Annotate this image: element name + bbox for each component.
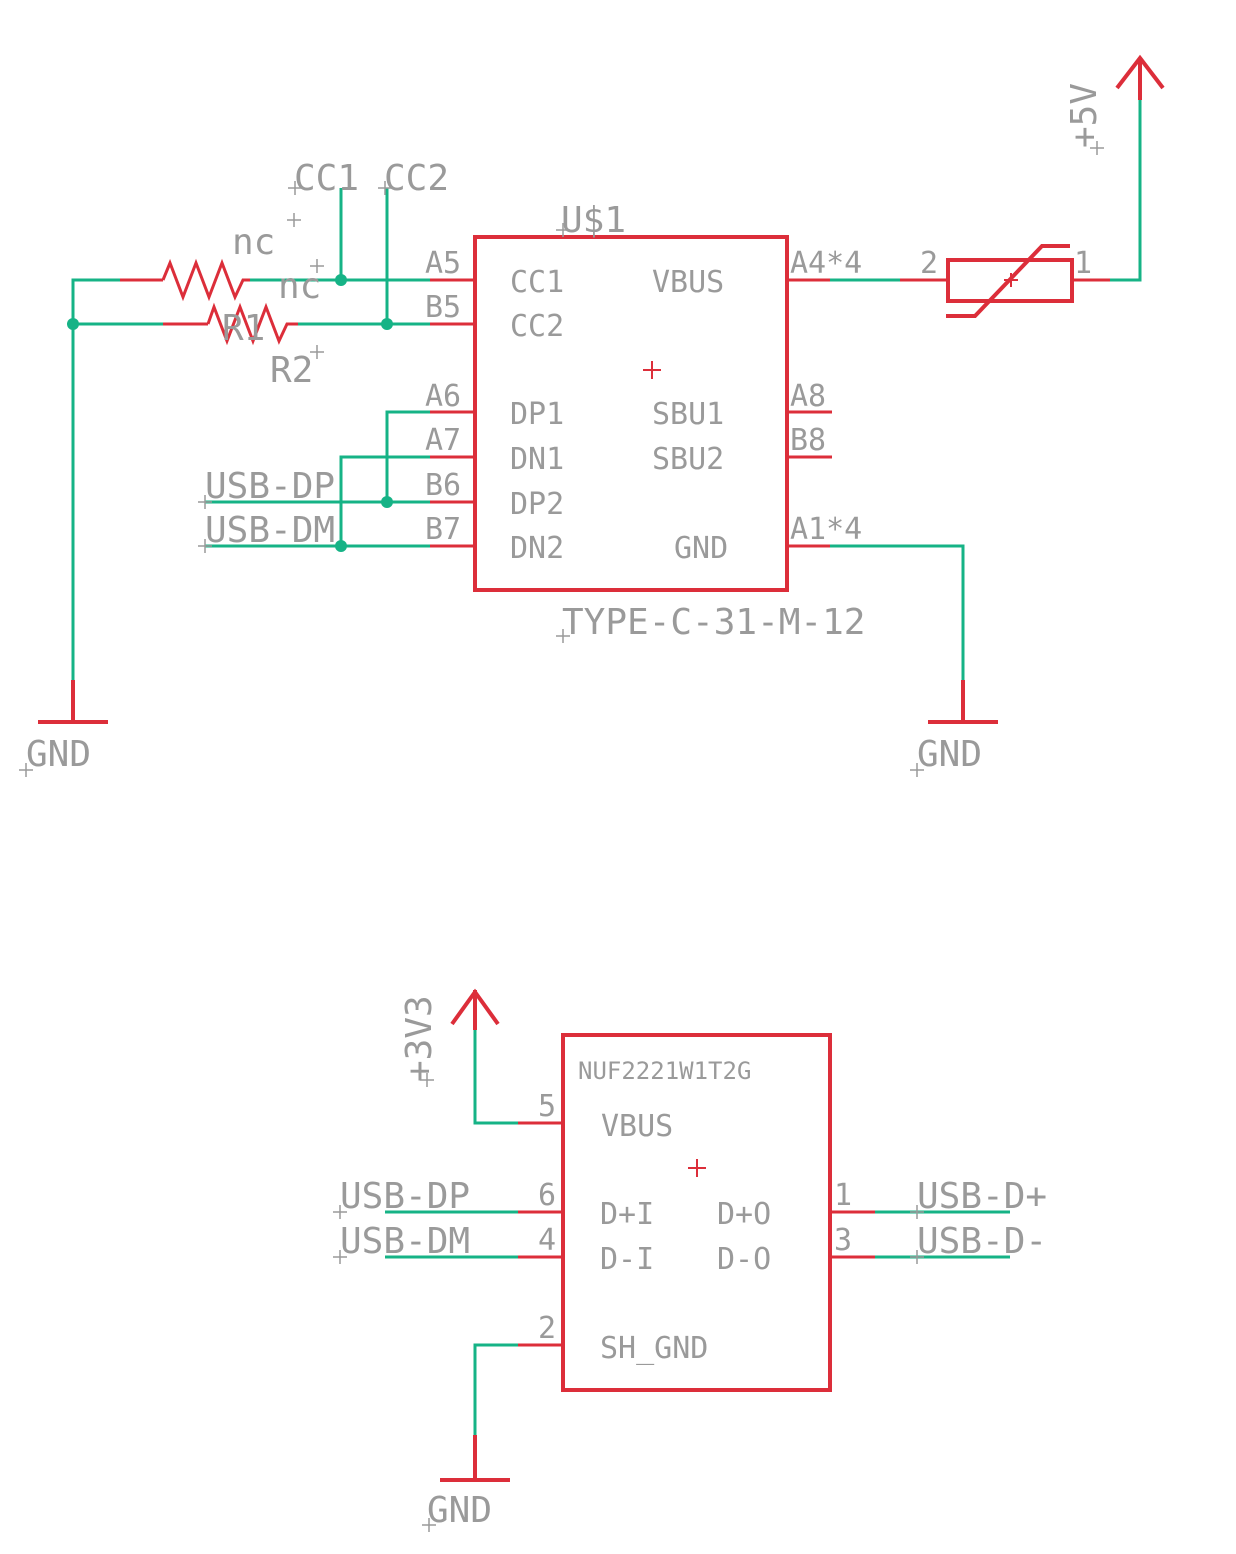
esd-pin-4-num: 4	[538, 1223, 556, 1258]
net-label-cc1: CC1	[294, 158, 359, 199]
resistor-r2-value: nc	[278, 266, 321, 307]
label-origin-crosses	[19, 141, 1104, 777]
fuse-pin-1: 1	[1074, 246, 1092, 281]
esd-pin-stubs	[518, 1121, 875, 1347]
resistor-r1-value: nc	[232, 222, 275, 263]
pin-name-vbus: VBUS	[652, 265, 724, 300]
net-label-usb-d-minus: USB-D-	[917, 1221, 1047, 1262]
net-label-usb-dm-top: USB-DM	[205, 510, 335, 551]
ptc-fuse	[900, 244, 1110, 318]
plus3v3-arrow-icon	[450, 988, 500, 1030]
gnd-label-left: GND	[26, 734, 91, 775]
pad-a5: A5	[425, 246, 461, 281]
gnd-symbol-bottom	[440, 1435, 510, 1482]
pin-name-sbu2: SBU2	[652, 442, 724, 477]
pad-a8: A8	[790, 379, 826, 414]
gnd-label-right: GND	[917, 734, 982, 775]
pin-name-cc1: CC1	[510, 265, 564, 300]
esd-pin-3-num: 3	[834, 1223, 852, 1258]
esd-pin-name-dmo: D-O	[717, 1242, 771, 1277]
gnd-symbol-left	[38, 680, 108, 724]
pad-b6: B6	[425, 468, 461, 503]
plus5v-arrow-icon	[1115, 54, 1165, 100]
pad-b7: B7	[425, 512, 461, 547]
esd-origin-marker	[688, 1159, 706, 1177]
esd-pin-name-dpi: D+I	[600, 1197, 654, 1232]
net-label-usb-dp-bottom: USB-DP	[340, 1176, 470, 1217]
esd-pin-name-vbus: VBUS	[601, 1109, 673, 1144]
esd-pin-5-num: 5	[538, 1089, 556, 1124]
pad-a6: A6	[425, 379, 461, 414]
bottom-wires	[385, 1000, 1010, 1435]
junctions-top	[67, 274, 393, 552]
gnd-label-bottom: GND	[427, 1490, 492, 1531]
resistor-r1	[120, 258, 250, 302]
fuse-pin-2: 2	[920, 246, 938, 281]
pad-b5: B5	[425, 290, 461, 325]
pin-name-cc2: CC2	[510, 309, 564, 344]
top-wires	[71, 100, 1142, 680]
pad-a4: A4*4	[790, 246, 862, 281]
resistor-r1-name: R1	[222, 308, 265, 349]
esd-pin-name-dpo: D+O	[717, 1197, 771, 1232]
esd-value: NUF2221W1T2G	[578, 1057, 751, 1085]
power-label-plus3v3: +3V3	[399, 995, 440, 1082]
connector-name: U$1	[561, 200, 626, 241]
net-label-usb-d-plus: USB-D+	[917, 1176, 1047, 1217]
pin-name-sbu1: SBU1	[652, 397, 724, 432]
connector-value: TYPE-C-31-M-12	[562, 602, 865, 643]
net-label-usb-dm-bottom: USB-DM	[340, 1221, 470, 1262]
resistor-r2-name: R2	[270, 350, 313, 391]
esd-pin-6-num: 6	[538, 1178, 556, 1213]
power-label-plus5v: +5V	[1064, 83, 1105, 148]
pin-name-dp2: DP2	[510, 487, 564, 522]
esd-pin-name-dmi: D-I	[600, 1242, 654, 1277]
pin-name-dp1: DP1	[510, 397, 564, 432]
pad-b8: B8	[790, 423, 826, 458]
esd-pin-2-num: 2	[538, 1311, 556, 1346]
esd-pin-1-num: 1	[834, 1178, 852, 1213]
connector-pin-stubs	[430, 278, 832, 548]
gnd-symbol-right	[928, 680, 998, 724]
resistor-r2	[163, 302, 298, 346]
pad-a7: A7	[425, 423, 461, 458]
bottom-origin-crosses	[333, 1073, 924, 1532]
pin-name-gnd: GND	[674, 531, 728, 566]
pin-name-dn2: DN2	[510, 531, 564, 566]
pad-a1: A1*4	[790, 512, 862, 547]
esd-pin-name-shgnd: SH_GND	[600, 1331, 708, 1366]
connector-origin-marker	[643, 361, 661, 379]
net-label-cc2: CC2	[384, 158, 449, 199]
pin-name-dn1: DN1	[510, 442, 564, 477]
net-label-usb-dp-top: USB-DP	[205, 466, 335, 507]
